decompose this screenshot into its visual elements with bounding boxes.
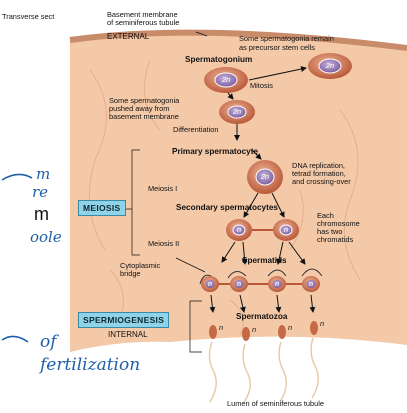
spermatozoa-group (208, 337, 319, 403)
sperm-ploidy-label: n (219, 323, 224, 332)
differentiation-label: Differentiation (173, 125, 219, 134)
precursor-label-1: Some spermatogonia remain (239, 34, 334, 43)
cell-ploidy-label: n (283, 225, 289, 234)
cell-ploidy-label: 2n (232, 107, 242, 116)
basement-membrane (69, 29, 407, 51)
pushed-cell (219, 100, 255, 124)
cell-ploidy-label: n (308, 279, 314, 288)
secondary-spermatocyte-right (273, 219, 299, 241)
basement-membrane-label-1: Basement membrane (107, 10, 178, 19)
spermiogenesis-box: SPERMIOGENESIS (78, 312, 170, 328)
spermatozoa-label: Spermatozoa (236, 312, 288, 321)
meiosis-i-label: Meiosis I (148, 184, 178, 193)
meiosis-ii-label: Meiosis II (148, 239, 180, 248)
pushed-label-3: basement membrane (109, 112, 179, 121)
flow-arrows (209, 66, 316, 313)
seminiferous-tissue (70, 32, 407, 353)
handwriting-fragment: re (32, 183, 49, 201)
handwriting-fragment: oole (30, 228, 62, 246)
basement-membrane-label-2: of seminiferous tubule (107, 18, 180, 27)
cell-ploidy-label: 2n (260, 172, 270, 181)
cell-ploidy-label: n (236, 279, 242, 288)
stem-cell (308, 53, 352, 79)
pushed-label-2: pushed away from (109, 104, 170, 113)
dna-label-1: DNA replication, (292, 161, 345, 170)
handwriting-fragment: of (40, 332, 57, 352)
each-label-3: has two (317, 227, 343, 236)
sperm-ploidy-label: n (288, 323, 293, 332)
cell-ploidy-label: 2n (221, 75, 231, 84)
transverse-label: Transverse sect (2, 12, 55, 21)
internal-label: INTERNAL (108, 330, 148, 339)
lumen-label: Lumen of seminiferous tubule (227, 399, 324, 408)
dna-label-3: and crossing-over (292, 177, 351, 186)
pushed-label-1: Some spermatogonia (109, 96, 180, 105)
handwriting-fragment: fertilization (40, 355, 141, 375)
handwriting-fragment: m (36, 165, 51, 183)
sperm-ploidy-label: n (252, 325, 257, 334)
cytoplasmic-label-2: bridge (120, 269, 141, 278)
sperm-ploidy-label: n (320, 319, 325, 328)
spermatogonium-cell (204, 67, 248, 93)
each-label-1: Each (317, 211, 334, 220)
primary-spermatocyte-label: Primary spermatocyte (172, 147, 259, 156)
secondary-spermatocytes-label: Secondary spermatocytes (176, 203, 278, 212)
handwriting-strokes (1, 173, 33, 343)
cell-ploidy-label: 2n (325, 61, 335, 70)
each-label-4: chromatids (317, 235, 354, 244)
cell-ploidy-label: n (207, 279, 213, 288)
secondary-spermatocyte-left (226, 219, 252, 241)
meiosis-box: MEIOSIS (78, 200, 126, 216)
each-label-2: chromosome (317, 219, 360, 228)
tissue-folds (88, 59, 361, 336)
spermatogonium-label: Spermatogonium (185, 55, 253, 64)
cell-ploidy-label: n (274, 279, 280, 288)
sperm-heads (209, 321, 318, 341)
precursor-label-2: as precursor stem cells (239, 43, 315, 52)
external-label: EXTERNAL (107, 32, 150, 41)
cell-ploidy-label: n (236, 225, 242, 234)
primary-spermatocyte-cell (247, 160, 283, 194)
spermatids-label: Spermatids (242, 256, 287, 265)
dna-label-2: tetrad formation, (292, 169, 346, 178)
mitosis-label: Mitosis (250, 81, 273, 90)
spermatids-group (199, 268, 323, 292)
cytoplasmic-label-1: Cytoplasmic (120, 261, 161, 270)
handwriting-fragment: m (34, 204, 49, 224)
